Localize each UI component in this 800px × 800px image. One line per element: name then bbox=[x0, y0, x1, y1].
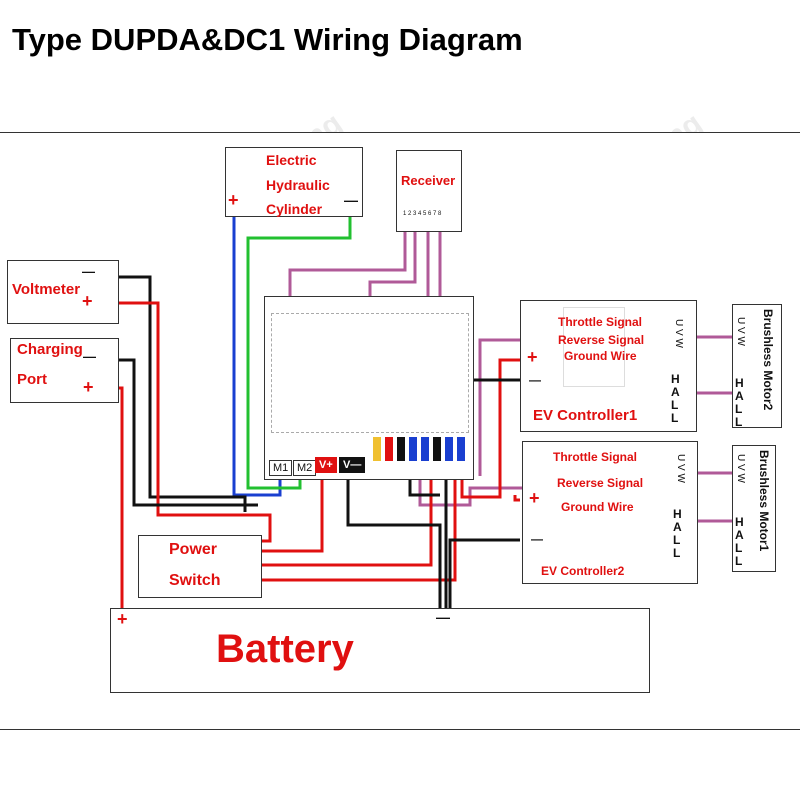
charging-label-2: Port bbox=[17, 371, 47, 388]
battery-plus: + bbox=[117, 609, 128, 629]
connector-pin bbox=[385, 437, 393, 461]
controller2-reverse: Reverse Signal bbox=[557, 476, 644, 490]
brushless-motor-2: Brushless Motor2 U V W HALL bbox=[732, 304, 782, 429]
hydraulic-plus: + bbox=[228, 190, 239, 210]
controller2-minus: — bbox=[531, 532, 543, 546]
receiver-label: Receiver bbox=[401, 173, 456, 188]
controller2-hall: HALL bbox=[673, 507, 682, 560]
controller1-throttle: Throttle Signal bbox=[558, 315, 642, 329]
controller2-plus: + bbox=[529, 488, 540, 508]
ev-controller-2: Throttle Signal Reverse Signal Ground Wi… bbox=[522, 441, 698, 584]
voltmeter-label: Voltmeter bbox=[12, 281, 81, 298]
voltmeter-minus: — bbox=[82, 264, 95, 279]
controller1-minus: — bbox=[529, 373, 541, 387]
controller1-hall: HALL bbox=[671, 372, 680, 425]
connector-pin bbox=[373, 437, 381, 461]
voltmeter-box: Voltmeter — + bbox=[7, 260, 119, 324]
receiver-pins: 1 2 3 4 5 6 7 8 bbox=[403, 211, 442, 217]
controller1-inner bbox=[563, 307, 625, 387]
connector-pin bbox=[445, 437, 453, 461]
m2-terminal: M2 bbox=[293, 460, 317, 476]
motor1-label: Brushless Motor1 bbox=[757, 450, 771, 552]
connector-pin bbox=[433, 437, 441, 461]
controller1-ground: Ground Wire bbox=[564, 349, 637, 363]
motor1-hall: HALL bbox=[735, 515, 744, 568]
receiver-box: Receiver 1 2 3 4 5 6 7 8 bbox=[396, 150, 462, 232]
hydraulic-minus: — bbox=[344, 192, 358, 208]
motor2-hall: HALL bbox=[735, 376, 744, 429]
switch-label-1: Power bbox=[169, 541, 218, 558]
vminus-terminal: V— bbox=[339, 457, 366, 473]
voltmeter-plus: + bbox=[82, 291, 93, 311]
controller1-uvw: U V W bbox=[673, 319, 684, 348]
controller1-reverse: Reverse Signal bbox=[558, 333, 645, 347]
controller2-uvw: U V W bbox=[675, 454, 686, 483]
charging-plus: + bbox=[83, 377, 94, 397]
control-module: M1 M2 V+ V— bbox=[264, 296, 474, 480]
controller2-ground: Ground Wire bbox=[561, 500, 634, 514]
m1-terminal: M1 bbox=[269, 460, 293, 476]
signal-connectors bbox=[373, 437, 469, 463]
motor2-label: Brushless Motor2 bbox=[761, 309, 775, 411]
charging-port-box: Charging Port — + bbox=[10, 338, 119, 403]
motor2-uvw: U V W bbox=[735, 317, 746, 346]
controller2-name: EV Controller2 bbox=[541, 564, 625, 578]
hydraulic-label-2: Hydraulic bbox=[266, 177, 330, 193]
connector-pin bbox=[397, 437, 405, 461]
charging-label-1: Charging bbox=[17, 341, 83, 358]
connector-pin bbox=[421, 437, 429, 461]
vplus-terminal: V+ bbox=[315, 457, 337, 473]
charging-minus: — bbox=[83, 349, 96, 364]
battery-box: Battery + — bbox=[110, 608, 650, 693]
battery-minus: — bbox=[436, 609, 450, 625]
controller2-throttle: Throttle Signal bbox=[553, 450, 637, 464]
page-title: Type DUPDA&DC1 Wiring Diagram bbox=[12, 22, 523, 57]
hydraulic-cylinder-box: Electric Hydraulic Cylinder + — bbox=[225, 147, 363, 217]
battery-label: Battery bbox=[216, 627, 354, 671]
controller1-name: EV Controller1 bbox=[533, 407, 638, 424]
module-inner bbox=[271, 313, 469, 433]
hydraulic-label-1: Electric bbox=[266, 152, 317, 168]
power-switch-box: Power Switch bbox=[138, 535, 262, 598]
ev-controller-1: Throttle Signal Reverse Signal Ground Wi… bbox=[520, 300, 697, 432]
hydraulic-label-3: Cylinder bbox=[266, 201, 323, 217]
switch-label-2: Switch bbox=[169, 572, 221, 589]
controller1-plus: + bbox=[527, 347, 538, 367]
connector-pin bbox=[457, 437, 465, 461]
motor1-uvw: U V W bbox=[735, 454, 746, 483]
brushless-motor-1: Brushless Motor1 U V W HALL bbox=[732, 445, 776, 572]
connector-pin bbox=[409, 437, 417, 461]
